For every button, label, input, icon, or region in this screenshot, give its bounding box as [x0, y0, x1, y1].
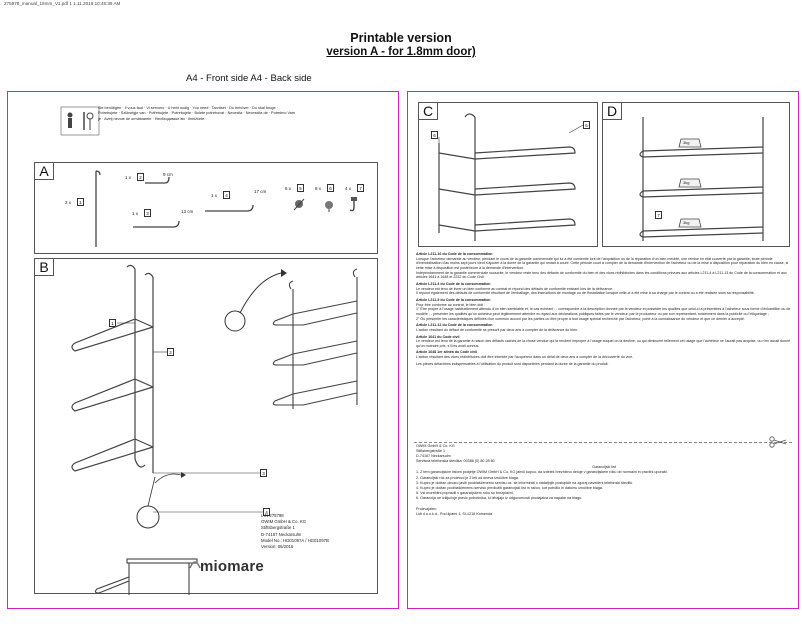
part-number-box: 2: [137, 173, 144, 181]
cs-address-line: OWIM GmbH & Co. KG: [416, 444, 455, 448]
weight-label: 3kg: [683, 220, 690, 225]
legal-paragraph: Le vendeur est tenu de livrer un bien co…: [416, 286, 614, 291]
cs-footer-line: Lidl d.o.o.k.d., Pod lipami 1, SI-1218 K…: [416, 512, 493, 517]
load-diagram: [639, 117, 764, 241]
legal-paragraph: 1° Être propre à l'usage habituellement …: [416, 307, 791, 316]
panel-c: C 6 6: [418, 102, 598, 247]
legal-paragraph: Il répond également des défauts de confo…: [416, 291, 755, 296]
weight-label: 3kg: [683, 180, 690, 185]
legal-paragraph: 2° Ou présenter les caractéristiques déf…: [416, 316, 745, 321]
legal-heading: Article L211-5 du Code de la consommatio…: [416, 297, 491, 302]
page-subtitle: version A - for 1.8mm door): [0, 46, 802, 58]
qty-label: 1 x: [125, 175, 132, 180]
cs-address-line: Servisna telefonska številka: 00386 (0) …: [416, 459, 495, 464]
legal-heading: Article L211-4 du Code de la consommatio…: [416, 281, 491, 286]
cs-item: 5. Vsi morebitni popravili v garancijske…: [416, 490, 514, 495]
part-number-box: 4: [223, 191, 230, 199]
dim-label: 9 cm: [163, 172, 173, 177]
part-number-box: 1: [109, 319, 116, 327]
legal-paragraph: Pour être conforme au contrat, le bien d…: [416, 302, 486, 307]
medium-bar-icon: [133, 220, 180, 228]
panel-c-tag: C: [418, 102, 438, 120]
address-line: Stiftsbergstraße 1: [261, 525, 295, 531]
logo-mark-icon: [189, 561, 201, 569]
cs-item: 3. Kupec je dolžan okvaro javiti pooblaš…: [416, 480, 634, 485]
legal-paragraph: Indépendamment de la garantie commercial…: [416, 270, 787, 280]
legal-heading: Article 1648 1er alinéa du Code civil: [416, 350, 478, 355]
cs-heading: Garancijski list: [592, 465, 616, 470]
dim-label: 17 cm: [254, 189, 267, 194]
left-sheet: Sie benötigen · Il vous faut · Vi servon…: [7, 91, 399, 609]
part-number-box: 6: [327, 184, 334, 192]
panel-a-tag: A: [34, 162, 54, 180]
legal-paragraph: Les pièces détachées indispensables à l'…: [416, 361, 609, 366]
brand-logo: miomare: [200, 558, 264, 575]
part-number-box: 6: [583, 121, 590, 129]
part-number-box: 3: [144, 209, 151, 217]
weight-label: 3kg: [683, 140, 690, 145]
cs-item: 1. Z tem garancijskim listom podjetje OW…: [416, 470, 668, 475]
part-number-box: 6: [431, 131, 438, 139]
cut-line: [414, 442, 792, 443]
legal-heading: Article 1641 du Code civil: [416, 334, 460, 339]
cap-icon: [325, 201, 333, 212]
cs-item: 6. Garancija ne izključuje pravic potroš…: [416, 495, 583, 500]
warranty-card: OWIM GmbH & Co. KG Stiftsbergstraße 1 D-…: [416, 444, 792, 517]
assembly-drawing: [71, 264, 358, 595]
qty-label: 1 x: [211, 193, 218, 198]
dim-label: 13 cm: [181, 209, 194, 214]
cs-footer-line: Proizvajalec:: [416, 507, 437, 512]
part-number-box: 7: [357, 184, 364, 192]
part-number-box: 4: [263, 508, 270, 516]
part-number-box: 2: [167, 348, 174, 356]
qty-label: 4 x: [345, 186, 352, 191]
cs-item: 2. Garancijski rok za proizvod je 3 leti…: [416, 475, 519, 480]
file-meta: 275978_manual_18mm_V1.pdf 1 1.11.2016 10…: [4, 1, 121, 6]
legal-paragraph: L'action résultant du défaut de conformi…: [416, 327, 579, 332]
vertical-rail: [95, 170, 101, 247]
legal-paragraph: Le vendeur est tenu de la garantie à rai…: [416, 339, 791, 348]
address-line: OWIM GmbH & Co. KG: [261, 519, 307, 525]
panel-d-tag: D: [602, 102, 622, 120]
right-sheet: C 6 6 D: [407, 91, 799, 609]
tools-needed-text: Sie benötigen · Il vous faut · Vi servon…: [98, 106, 296, 121]
qty-label: 1 x: [132, 211, 139, 216]
a4-label: A4 - Front side A4 - Back side: [186, 73, 312, 84]
rack-side-view: [438, 113, 584, 241]
address-line: Model No.: HG01097A / HG01097B: [261, 537, 329, 543]
hook-icon: [349, 197, 357, 212]
qty-label: 6 x: [285, 186, 292, 191]
panel-b-tag: B: [34, 258, 54, 276]
address-line: IAN 275798: [261, 513, 284, 518]
version-label: version A - for 1.8mm door): [326, 46, 476, 58]
cs-item: 4. Kupec je dolžan pooblaščenemu servisu…: [416, 485, 603, 490]
page-title: Printable version: [350, 31, 452, 45]
short-bar-icon: [145, 176, 170, 184]
cs-address-line: Stiftsbergstraße 1: [416, 449, 446, 454]
legal-heading: Article L211-16 du Code de la consommati…: [416, 252, 493, 256]
part-number-box: 7: [655, 211, 662, 219]
address-line: Version: 06/2016: [261, 544, 294, 550]
tools-icons: [60, 106, 100, 136]
screw-icon: [293, 198, 305, 211]
qty-label: 8 x: [315, 186, 322, 191]
legal-text-fr: Article L211-16 du Code de la consommati…: [416, 250, 792, 366]
legal-heading: Article L211-12 du Code de la consommati…: [416, 323, 493, 328]
panel-d: D 3kg 3kg 3kg 7: [602, 102, 790, 247]
part-number-box: 1: [77, 198, 84, 206]
cs-address-line: D-74167 Neckarsulm: [416, 454, 451, 459]
panel-b: B: [34, 258, 378, 595]
part-number-box: 3: [260, 469, 267, 477]
panel-a: A 2 x 1 1 x 2 9 cm 1 x 3 13 cm 1 x 4 17 …: [34, 162, 378, 254]
qty-label: 2 x: [65, 200, 72, 205]
legal-paragraph: Lorsque l'acheteur demande au vendeur, p…: [416, 256, 789, 270]
long-bar-icon: [205, 204, 254, 212]
address-line: D-74167 Neckarsulm: [261, 531, 302, 537]
legal-paragraph: L'action résultant des vices rédhibitoir…: [416, 355, 634, 360]
scissors-icon: [769, 436, 787, 448]
part-number-box: 5: [297, 184, 304, 192]
manufacturer-address: IAN 275798 OWIM GmbH & Co. KG Stiftsberg…: [261, 513, 329, 550]
